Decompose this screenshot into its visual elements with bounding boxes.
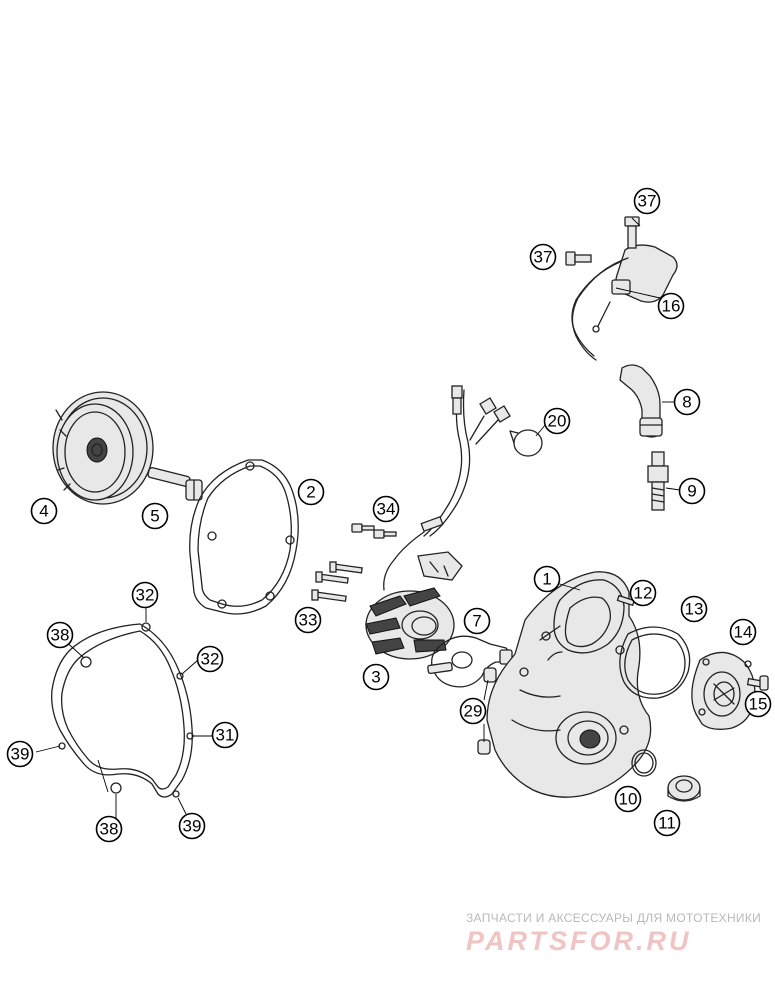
callout-32-top-text: 32 [136,586,155,605]
ignition-coil [571,244,678,361]
callout-10: 10 [614,785,642,813]
coil-bolt-upper [624,216,640,249]
pin [616,594,636,607]
callout-2-text: 2 [306,483,315,502]
callout-38-top-text: 38 [51,626,70,645]
callout-8: 8 [673,388,701,416]
callout-12-text: 12 [634,584,653,603]
callout-3: 3 [362,663,390,691]
watermark-subtitle: ЗАПЧАСТИ И АКСЕССУАРЫ ДЛЯ МОТОТЕХНИКИ [466,911,762,925]
callout-15: 15 [744,690,772,718]
ignition-cover [486,571,652,798]
callout-33: 33 [294,606,322,634]
callout-16-text: 16 [662,297,681,316]
callout-29-text: 29 [464,702,483,721]
callout-3-text: 3 [371,668,380,687]
ignition-cover-gasket-outer [51,622,194,798]
callout-7-text: 7 [472,612,481,631]
water-pump-cover [691,651,756,730]
callout-4-text: 4 [39,502,48,521]
callout-32-right: 32 [196,645,224,673]
callout-11: 11 [653,809,681,837]
cable-tie [509,429,543,457]
callout-38-bottom-text: 38 [100,820,119,839]
callout-4: 4 [30,497,58,525]
callout-13: 13 [680,595,708,623]
callout-33-text: 33 [299,611,318,630]
callout-14-text: 14 [734,623,753,642]
callout-39-left: 39 [6,740,34,768]
callout-9: 9 [678,477,706,505]
callout-31: 31 [211,721,239,749]
callout-2: 2 [297,478,325,506]
callout-14: 14 [729,618,757,646]
callout-31-text: 31 [216,726,235,745]
callout-5: 5 [141,502,169,530]
callout-5-text: 5 [150,507,159,526]
callout-37-left: 37 [529,243,557,271]
callout-11-text: 11 [658,814,676,833]
callout-16: 16 [657,292,685,320]
callout-38-top: 38 [46,621,74,649]
callout-13-text: 13 [685,600,704,619]
callout-29: 29 [459,697,487,725]
callout-37-top-text: 37 [638,192,657,211]
dowel-sleeves [477,667,497,755]
watermark-logo: PARTSFOR.RU [466,926,692,956]
stator-wiring-harness [383,385,511,591]
callout-39-left-text: 39 [11,745,30,764]
callout-39-bottom: 39 [178,812,206,840]
stator [365,587,455,660]
callout-37-left-text: 37 [534,248,553,267]
callout-34: 34 [372,495,400,523]
callout-38-bottom: 38 [95,815,123,843]
callout-9-text: 9 [687,482,696,501]
flywheel-rotor [52,391,154,505]
rotor-bolt [147,467,203,501]
screw-plug [667,775,701,802]
cover-gasket-small [619,626,691,699]
callout-32-right-text: 32 [201,650,220,669]
callout-32-top: 32 [131,581,159,609]
ignition-cover-gasket [189,459,299,615]
spark-plug [647,451,669,511]
callout-15-text: 15 [749,695,768,714]
callout-39-bottom-text: 39 [183,817,202,836]
callout-1: 1 [533,565,561,593]
callout-20: 20 [543,407,571,435]
callout-1-text: 1 [542,570,551,589]
callout-37-top: 37 [633,187,661,215]
callout-8-text: 8 [682,393,691,412]
callout-7: 7 [463,607,491,635]
stator-screws [311,523,397,602]
o-ring [631,749,657,777]
spark-plug-cap [619,364,663,438]
callout-10-text: 10 [619,790,638,809]
cover-screw [746,675,769,691]
callout-12: 12 [629,579,657,607]
callout-34-text: 34 [377,500,396,519]
callout-20-text: 20 [548,412,567,431]
coil-bolt-left [565,251,592,266]
